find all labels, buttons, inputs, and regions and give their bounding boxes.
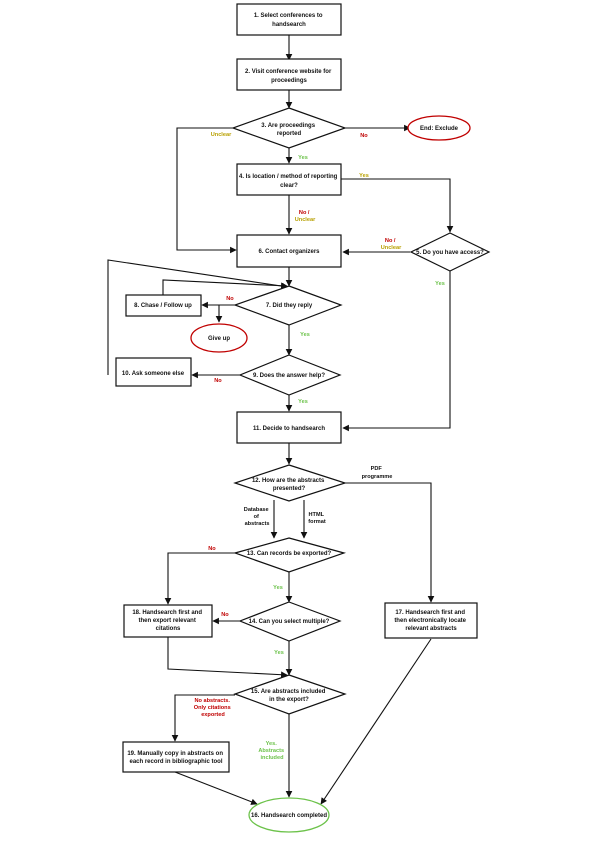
label-3-no: No [360, 133, 368, 139]
node-10: 10. Ask someone else [115, 357, 192, 387]
node-1: 1. Select conferences to handsearch [236, 3, 342, 36]
decision-3-text: 3. Are proceedings reported [261, 123, 316, 137]
label-12-html: HTML format [308, 512, 326, 525]
label-3-unclear: Unclear [211, 132, 232, 138]
decision-13: 13. Can records be exported? [233, 537, 347, 573]
decision-3: 3. Are proceedings reported [231, 107, 347, 149]
terminal-end-exclude: End: Exclude [407, 115, 471, 141]
node-19-text: 19. Manually copy in abstracts on each r… [127, 751, 224, 765]
edge-10-7 [107, 259, 289, 375]
label-3-yes: Yes [298, 155, 308, 161]
node-18: 18. Handsearch first and then export rel… [123, 604, 213, 638]
edge-4-5 [341, 178, 454, 233]
node-11-text: 11. Decide to handsearch [253, 426, 325, 432]
node-6: 6. Contact organizers [236, 234, 342, 268]
label-4-yes: Yes [359, 173, 369, 179]
node-6-text: 6. Contact organizers [258, 249, 320, 255]
label-12-pdf: PDF programme [362, 466, 393, 480]
label-9-no: No [214, 378, 222, 384]
label-15-no: No abstracts. Only citations exported [194, 698, 233, 718]
decision-7: 7. Did they reply [233, 285, 343, 326]
label-14-yes: Yes [274, 650, 284, 656]
node-19: 19. Manually copy in abstracts on each r… [122, 741, 230, 773]
decision-5-text: 5. Do you have access? [416, 250, 484, 256]
label-7-no: No [226, 296, 234, 302]
label-5-no-unclear: No / Unclear [381, 238, 402, 251]
edge-3-6-unclear [176, 127, 237, 254]
node-4-text: 4. Is location / method of reporting cle… [239, 174, 339, 189]
node-17: 17. Handsearch first and then electronic… [384, 602, 478, 639]
label-5-yes: Yes [435, 281, 445, 287]
label-12-database: Database of abstracts [244, 507, 270, 527]
decision-15: 15. Are abstracts included in the export… [233, 674, 347, 715]
edge-8-7 [162, 279, 288, 295]
node-4: 4. Is location / method of reporting cle… [236, 163, 342, 196]
decision-7-text: 7. Did they reply [266, 303, 313, 309]
label-15-yes: Yes. Abstracts included [258, 741, 285, 761]
edge-17-16 [320, 638, 432, 805]
label-4-no-unclear: No / Unclear [295, 210, 316, 223]
node-8-text: 8. Chase / Follow up [134, 303, 192, 309]
node-11: 11. Decide to handsearch [236, 411, 342, 444]
decision-5: 5. Do you have access? [409, 232, 491, 272]
decision-13-text: 13. Can records be exported? [247, 551, 332, 557]
label-14-no: No [221, 612, 229, 618]
decision-14-text: 14. Can you select multiple? [249, 619, 330, 625]
node-18-text: 18. Handsearch first and then export rel… [132, 610, 203, 632]
connectors [107, 35, 454, 805]
terminal-completed-text: 16. Handsearch completed [251, 813, 327, 819]
label-9-yes: Yes [298, 399, 308, 405]
decision-9-text: 9. Does the answer help? [253, 373, 325, 379]
decision-12: 12. How are the abstracts presented? [233, 464, 347, 502]
node-8: 8. Chase / Follow up [125, 294, 202, 317]
terminal-give-up: Give up [190, 323, 248, 353]
edge-13-18 [164, 552, 235, 605]
decision-15-text: 15. Are abstracts included in the export… [251, 689, 327, 703]
decision-14: 14. Can you select multiple? [238, 601, 342, 642]
label-7-yes: Yes [300, 332, 310, 338]
terminal-handsearch-completed: 16. Handsearch completed [248, 797, 330, 833]
terminal-end-text: End: Exclude [420, 126, 459, 132]
node-10-text: 10. Ask someone else [122, 371, 185, 377]
decision-9: 9. Does the answer help? [238, 354, 342, 396]
node-17-text: 17. Handsearch first and then electronic… [394, 610, 467, 632]
label-13-no: No [208, 546, 216, 552]
edge-12-17 [345, 482, 435, 603]
node-2: 2. Visit conference website for proceedi… [236, 58, 342, 91]
terminal-give-up-text: Give up [208, 336, 230, 342]
edge-15-19 [171, 694, 235, 742]
node-1-text: 1. Select conferences to handsearch [254, 13, 324, 28]
node-2-text: 2. Visit conference website for proceedi… [245, 69, 333, 84]
edge-5-11 [342, 271, 451, 432]
label-13-yes: Yes [273, 585, 283, 591]
edge-18-15 [167, 637, 288, 678]
edge-19-16 [174, 771, 258, 805]
decision-12-text: 12. How are the abstracts presented? [252, 478, 326, 492]
edge-labels: Unclear No Yes Yes No / Unclear No / Unc… [194, 132, 445, 761]
